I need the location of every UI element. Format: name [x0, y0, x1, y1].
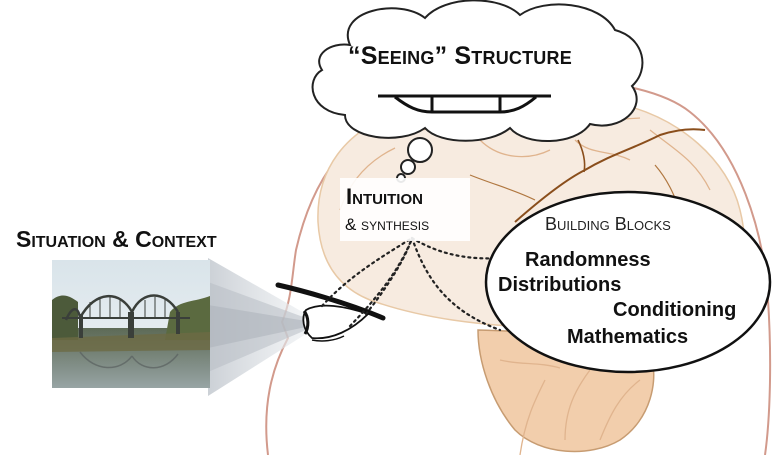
thought-cloud — [311, 0, 644, 183]
eyebrow — [275, 282, 386, 321]
neural-pathways — [320, 236, 502, 332]
intuition-title: Intuition — [346, 184, 423, 209]
situation-title: Situation & Context — [16, 226, 217, 252]
thought-bubble-large — [407, 137, 433, 163]
eye-icon — [275, 282, 386, 342]
intuition-box — [340, 178, 470, 241]
building-blocks-title: Building Blocks — [545, 214, 671, 234]
building-block-distributions: Distributions — [498, 274, 622, 296]
building-block-mathematics: Mathematics — [567, 326, 689, 348]
brain-fold — [514, 128, 706, 223]
building-block-conditioning: Conditioning — [613, 299, 737, 321]
bridge-photo — [52, 260, 210, 388]
building-block-randomness: Randomness — [525, 249, 651, 271]
thought-title: “Seeing” Structure — [348, 42, 572, 70]
building-blocks-ellipse — [484, 190, 772, 374]
bridge-diagram-icon — [378, 94, 551, 114]
thought-bubble-medium — [400, 159, 416, 175]
synthesis-label: & synthesis — [345, 215, 430, 234]
